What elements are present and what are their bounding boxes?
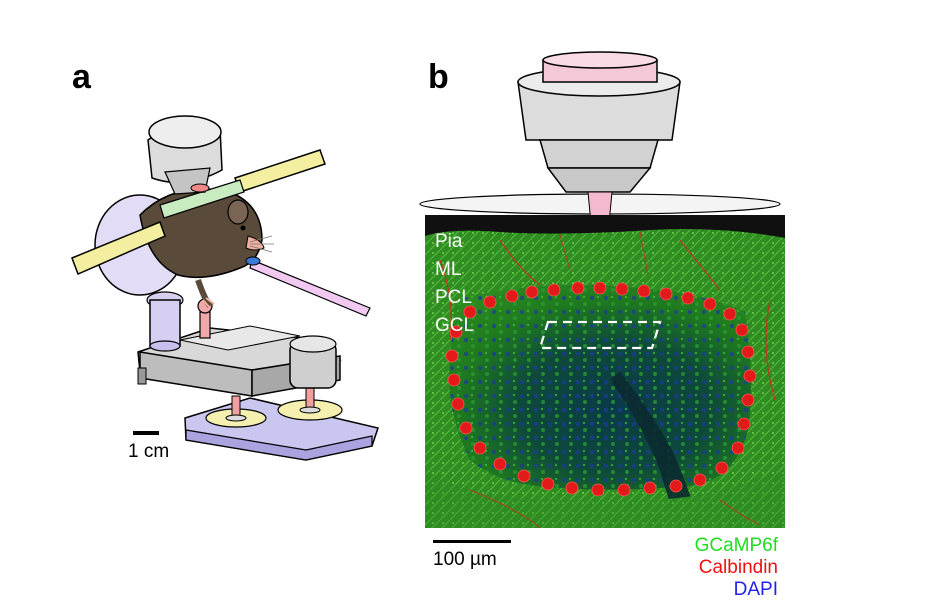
legend-gcamp6f: GCaMP6f	[694, 535, 778, 556]
histology-image	[425, 215, 785, 528]
layer-label-gcl: GCL	[435, 315, 475, 336]
panel-b-letter: b	[428, 58, 449, 96]
scale-bar-b	[433, 540, 511, 543]
scale-bar-a-label: 1 cm	[128, 441, 170, 462]
legend: GCaMP6f Calbindin DAPI	[695, 536, 778, 599]
scale-bar-a	[133, 431, 159, 435]
scale-bar-b-label: 100 µm	[433, 549, 497, 570]
mouse-setup-illustration	[71, 115, 379, 461]
layer-label-ml: ML	[435, 259, 462, 280]
layer-label-pia: Pia	[435, 231, 463, 252]
legend-dapi: DAPI	[733, 579, 778, 600]
purkinje-cells	[445, 281, 757, 497]
panel-a-letter: a	[72, 58, 91, 96]
layer-label-pcl: PCL	[435, 287, 472, 308]
legend-calbindin: Calbindin	[698, 557, 778, 578]
imaging-field-outline	[538, 320, 662, 350]
